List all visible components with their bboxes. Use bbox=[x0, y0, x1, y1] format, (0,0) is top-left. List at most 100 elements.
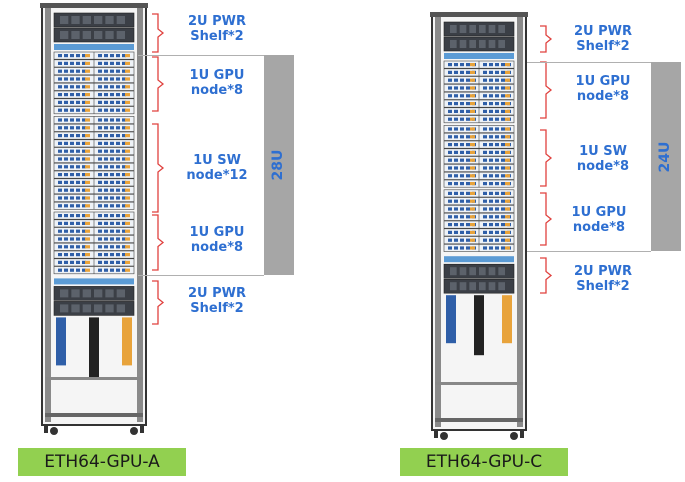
rack-c-gpu-bottom-node-led-0 bbox=[470, 191, 475, 195]
rack-a-gpu-top-node-port-r-7-0 bbox=[98, 108, 102, 112]
rack-c-pwr-module-bottom-1-1 bbox=[459, 282, 467, 291]
rack-a-sw-node-port-r-6-0 bbox=[98, 165, 102, 169]
rack-c-gpu-bottom-node-port-6-1 bbox=[454, 238, 458, 242]
rack-a-gpu-top-node-led-3 bbox=[85, 77, 90, 81]
rack-a-gpu-bottom-node-port-5-1 bbox=[64, 253, 68, 257]
rack-a-gpu-top-node-led-r-1 bbox=[125, 61, 130, 65]
rack-a-sw-node-port-5-1 bbox=[64, 157, 68, 161]
rack-c-sw-node-port-5-3 bbox=[466, 166, 470, 170]
rack-a-gpu-top-node-port-r-6-2 bbox=[110, 100, 114, 104]
rack-a-sw-node-port-r-3-1 bbox=[104, 141, 108, 145]
rack-c-sw-node-port-4-0 bbox=[448, 158, 452, 162]
rack-c-gpu-top-node-port-r-1-0 bbox=[483, 70, 487, 74]
rack-c-name-tag: ETH64-GPU-C bbox=[400, 448, 568, 476]
rack-a-gpu-bottom-node-port-7-0 bbox=[58, 268, 62, 272]
rack-c-sw-node-port-r-1-0 bbox=[483, 135, 487, 139]
rack-a-pdu-right bbox=[122, 317, 132, 366]
rack-a-gpu-bottom-node-port-r-7-3 bbox=[116, 268, 120, 272]
rack-c-gpu-bottom-node-port-r-6-3 bbox=[501, 238, 505, 242]
rack-a-sw-node-port-r-10-1 bbox=[104, 196, 108, 200]
rack-c-sw-node-port-7-0 bbox=[448, 182, 452, 186]
rack-c-gpu-bottom-node-led-6 bbox=[470, 238, 475, 242]
rack-a-gpu-bottom-node-port-r-5-2 bbox=[110, 253, 114, 257]
rack-c-gpu-top-node-led-1 bbox=[470, 70, 475, 74]
rack-a-cable-tray-bottom bbox=[54, 278, 134, 285]
rack-a-sw-node-port-8-0 bbox=[58, 180, 62, 184]
rack-c-pwr-module-bottom-0-1 bbox=[459, 267, 467, 276]
rack-c-sw-node-port-r-6-0 bbox=[483, 174, 487, 178]
rack-a-gpu-top-node-port-r-4-4 bbox=[122, 85, 126, 89]
rack-c-gpu-bottom-node-led-r-4 bbox=[505, 223, 510, 227]
rack-c-gpu-bottom-node-port-3-2 bbox=[460, 215, 464, 219]
rack-a-gpu-bottom-node-port-r-2-4 bbox=[122, 229, 126, 233]
rack-c-pdu-left bbox=[446, 295, 456, 344]
rack-c-sw-node-port-5-2 bbox=[460, 166, 464, 170]
rack-a-gpu-top-node-port-0-1 bbox=[64, 54, 68, 58]
rack-c-sw-node-led-r-5 bbox=[505, 166, 510, 170]
rack-c-sw-node-port-r-0-0 bbox=[483, 127, 487, 131]
rack-a-gpu-bottom-node-port-r-3-2 bbox=[110, 237, 114, 241]
rack-a-sw-node-led-10 bbox=[85, 196, 90, 200]
rack-c-gpu-top-node-port-r-6-1 bbox=[489, 109, 493, 113]
rack-a-sw-node-port-9-0 bbox=[58, 188, 62, 192]
rack-a-sw-node-port-r-4-3 bbox=[116, 149, 120, 153]
rack-a-pwr-module-top-1-2 bbox=[82, 31, 91, 39]
rack-c-sw-node-port-r-0-1 bbox=[489, 127, 493, 131]
rack-a-sw-node-port-r-2-4 bbox=[122, 134, 126, 138]
rack-a-gpu-top-node-port-r-0-1 bbox=[104, 54, 108, 58]
rack-c-sw-node-port-5-0 bbox=[448, 166, 452, 170]
rack-a-gpu-top-node-port-r-1-2 bbox=[110, 61, 114, 65]
rack-a-gpu-top-node-port-6-0 bbox=[58, 100, 62, 104]
rack-a-sw-node-port-9-2 bbox=[70, 188, 74, 192]
rack-c-sw-node-port-0-2 bbox=[460, 127, 464, 131]
rack-c-gpu-top-node-port-r-4-3 bbox=[501, 94, 505, 98]
rack-c-bracket-gpu-bottom bbox=[540, 192, 553, 246]
rack-a-gpu-bottom-node-port-r-1-4 bbox=[122, 221, 126, 225]
rack-a-cable-tray-top bbox=[54, 44, 134, 50]
rack-a-gpu-bottom-node-port-2-3 bbox=[76, 229, 80, 233]
rack-a-gpu-top-node-led-2 bbox=[85, 69, 90, 73]
rack-c-sw-node-port-3-0 bbox=[448, 150, 452, 154]
rack-a-gpu-top-node-port-r-7-1 bbox=[104, 108, 108, 112]
rack-c-gpu-top-node-port-2-1 bbox=[454, 78, 458, 82]
rack-a-sw-node-port-3-2 bbox=[70, 141, 74, 145]
rack-c-caster-left bbox=[440, 432, 448, 440]
rack-c-gpu-top-node-port-r-7-0 bbox=[483, 117, 487, 121]
rack-c-gpu-top-node-port-5-3 bbox=[466, 102, 470, 106]
rack-c-sw-node-port-r-3-1 bbox=[489, 150, 493, 154]
rack-a-sw-node-port-r-4-2 bbox=[110, 149, 114, 153]
rack-a-gpu-bottom-node-port-0-0 bbox=[58, 214, 62, 218]
rack-a-sw-node-port-7-0 bbox=[58, 173, 62, 177]
rack-a-sw-node-led-1 bbox=[85, 126, 90, 130]
rack-a-gpu-bottom-node-port-0-4 bbox=[82, 214, 86, 218]
rack-a-gpu-bottom-node-port-r-7-1 bbox=[104, 268, 108, 272]
rack-a-sw-node-port-10-1 bbox=[64, 196, 68, 200]
rack-a-gpu-bottom-node-led-r-0 bbox=[125, 214, 130, 218]
rack-c-gpu-bottom-node-port-r-1-2 bbox=[495, 199, 499, 203]
rack-c-gpu-bottom-node-port-3-3 bbox=[466, 215, 470, 219]
rack-a-name-tag: ETH64-GPU-A bbox=[18, 448, 186, 476]
rack-c-gpu-top-node-led-r-5 bbox=[505, 102, 510, 106]
rack-a-gpu-top-node-port-r-0-3 bbox=[116, 54, 120, 58]
rack-a-sw-node-port-r-9-4 bbox=[122, 188, 126, 192]
rack-a-sw-node-port-r-9-1 bbox=[104, 188, 108, 192]
rack-a-pwr-module-top-0-0 bbox=[60, 16, 69, 24]
rack-c-gpu-bottom-node-port-6-0 bbox=[448, 238, 452, 242]
rack-a-gpu-bottom-node-port-0-1 bbox=[64, 214, 68, 218]
rack-a-sw-node-port-r-8-4 bbox=[122, 180, 126, 184]
rack-c-sw-node-led-6 bbox=[470, 174, 475, 178]
rack-a-gpu-top-node-port-7-4 bbox=[82, 108, 86, 112]
rack-a-gpu-bottom-node-port-1-1 bbox=[64, 221, 68, 225]
rack-c-pwr-module-top-1-2 bbox=[469, 40, 476, 48]
rack-c-caster-right bbox=[510, 432, 518, 440]
rack-c-foot-right bbox=[520, 430, 524, 438]
rack-c-sw-node-port-2-0 bbox=[448, 143, 452, 147]
rack-a-gpu-top-node-port-r-3-0 bbox=[98, 77, 102, 81]
rack-a-sw-node-port-8-3 bbox=[76, 180, 80, 184]
rack-c-pwr-module-top-1-4 bbox=[488, 40, 496, 48]
rack-a-sw-node-led-r-1 bbox=[125, 126, 130, 130]
rack-c-bracket-sw bbox=[540, 129, 553, 187]
rack-a-sw-node-port-r-5-4 bbox=[122, 157, 126, 161]
rack-a-gpu-bottom-node-led-1 bbox=[85, 221, 90, 225]
rack-a-bracket-gpu-top bbox=[152, 56, 165, 112]
